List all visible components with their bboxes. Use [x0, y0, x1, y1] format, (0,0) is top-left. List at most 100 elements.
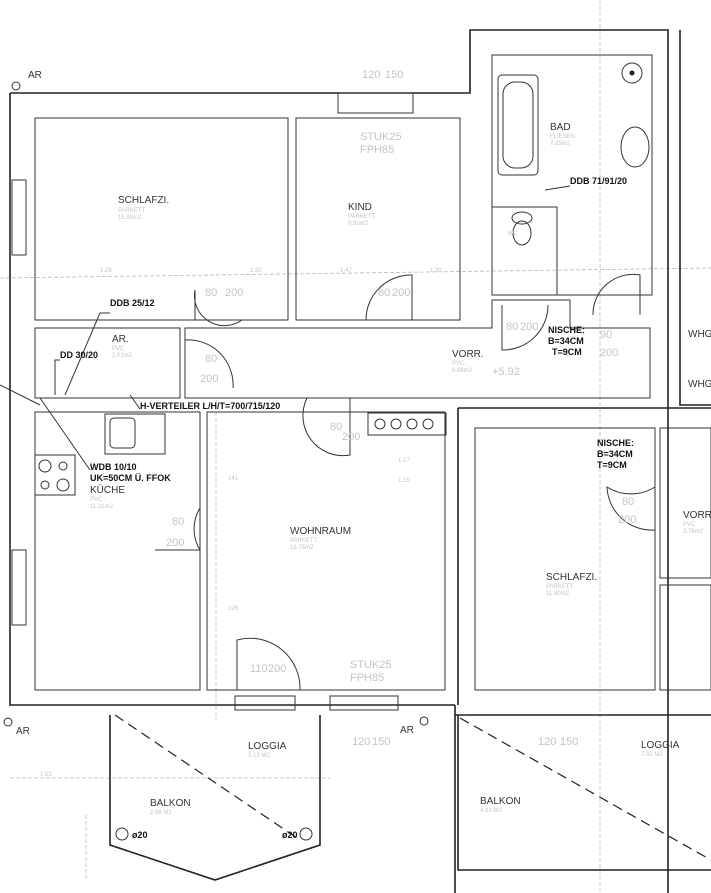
room-area: 2.01m2	[112, 353, 133, 359]
dim: 110	[250, 663, 268, 675]
note-nische: NISCHE:	[597, 438, 634, 448]
door-schlafzi	[193, 289, 243, 327]
room-floor: PVC	[112, 346, 125, 352]
window-top	[337, 92, 414, 114]
room-bad	[491, 54, 653, 296]
dim: 1.15	[398, 478, 410, 484]
room-name: LOGGIA	[248, 741, 287, 752]
room-name: BAD	[550, 122, 571, 133]
note-nische: NISCHE:	[548, 325, 585, 335]
room-floor: FLIESEN	[550, 134, 575, 140]
window-left	[11, 179, 27, 256]
room-area: 11.31m2	[90, 504, 114, 510]
note-dd: DD 30/20	[60, 350, 98, 360]
room-name: WC	[508, 231, 519, 237]
note-nische: T=9CM	[552, 347, 582, 357]
washbasin-icon	[620, 126, 650, 168]
dimension-labels: 80 200 80 200 80 200 80 200 90 200 80 20…	[40, 69, 636, 778]
room-vorr-2	[659, 427, 711, 579]
note-ddb: DDB 25/12	[110, 298, 155, 308]
chimney-icon	[367, 412, 447, 436]
toilet-icon	[511, 211, 533, 225]
room-area: 7.92 M2	[641, 752, 663, 758]
room-other	[659, 584, 711, 691]
dim: 120	[538, 736, 556, 748]
ar-marker-icon	[419, 716, 429, 726]
dim: 200	[392, 287, 410, 299]
dim: 1.30	[250, 268, 262, 274]
balcony-right	[457, 715, 711, 871]
room-name: SCHLAFZI.	[546, 572, 597, 583]
stuk-label: FPH85	[350, 672, 384, 684]
room-wohnraum	[206, 411, 446, 691]
ar-marker-icon	[11, 81, 21, 91]
dim: 200	[520, 321, 538, 333]
dim: 120	[362, 69, 380, 81]
pillar-icon	[115, 827, 129, 841]
stove-icon	[34, 454, 76, 496]
ar-marker: AR	[16, 726, 30, 737]
room-floor: PARKETT	[118, 208, 146, 214]
door-ar	[184, 339, 234, 389]
room-vorr	[184, 299, 651, 399]
dim: 80	[378, 287, 390, 299]
pillar-label: ø20	[282, 830, 298, 840]
dim: 1.30	[430, 268, 442, 274]
room-name: BALKON	[150, 798, 191, 809]
room-name: SCHLAFZI.	[118, 195, 169, 206]
dim: 80	[506, 321, 518, 333]
drain-icon	[621, 62, 643, 84]
room-name: BALKON	[480, 796, 521, 807]
room-name: KÜCHE	[90, 484, 125, 496]
dim: 1.47	[340, 268, 352, 274]
note-nische: B=34CM	[597, 449, 633, 459]
room-area: 2.96 M2	[150, 810, 172, 816]
room-floor: PVC	[683, 522, 696, 528]
dim: 80	[205, 287, 217, 299]
window-kueche	[11, 549, 27, 626]
doors	[155, 273, 656, 691]
level-mark: +5.92	[492, 366, 520, 378]
dim: 200	[200, 373, 218, 385]
ar-marker: AR	[400, 725, 414, 736]
dim: 150	[372, 736, 390, 748]
room-labels: SCHLAFZI. PARKETT 15.80m2 KIND PARKETT 9…	[90, 122, 711, 816]
dim: 80	[205, 353, 217, 365]
door-wc	[501, 304, 549, 351]
window-wohnraum-2	[329, 695, 399, 711]
rooms	[34, 54, 711, 691]
dim: 200	[268, 663, 286, 675]
room-name: WOHNRAUM	[290, 526, 351, 537]
room-floor: PARKETT	[348, 214, 376, 220]
dim: 141	[228, 476, 239, 482]
dim: 1.53	[40, 772, 52, 778]
balconies	[3, 81, 711, 881]
stuk-label: STUK25	[350, 659, 392, 671]
dim: 80	[622, 496, 634, 508]
room-area: 3.13 M2	[248, 753, 270, 759]
room-area: 15.80m2	[118, 215, 142, 221]
dim: 200	[342, 431, 360, 443]
room-schlafzi-2	[474, 427, 656, 691]
room-name: VORR	[683, 510, 711, 521]
bathtub-icon	[497, 74, 539, 176]
dim: 1.27	[398, 458, 410, 464]
dim: 150	[560, 736, 578, 748]
leader-lines	[0, 185, 571, 471]
door-wohnraum	[302, 397, 351, 457]
window-wohnraum-1	[234, 695, 296, 711]
dim: 1.28	[100, 268, 112, 274]
pillar-icon	[299, 827, 313, 841]
note-h-verteiler: H-VERTEILER L/H/T=700/715/120	[140, 401, 280, 411]
stuk-label: FPH85	[360, 144, 394, 156]
note-ddb: DDB 71/91/20	[570, 176, 627, 186]
pillar-label: ø20	[132, 830, 148, 840]
room-floor: PVC	[90, 497, 103, 503]
room-floor: PARKETT	[546, 584, 574, 590]
door-bad	[592, 273, 641, 316]
walls	[9, 29, 711, 893]
dim: 200	[225, 287, 243, 299]
room-area: 11.80m2	[546, 591, 570, 597]
